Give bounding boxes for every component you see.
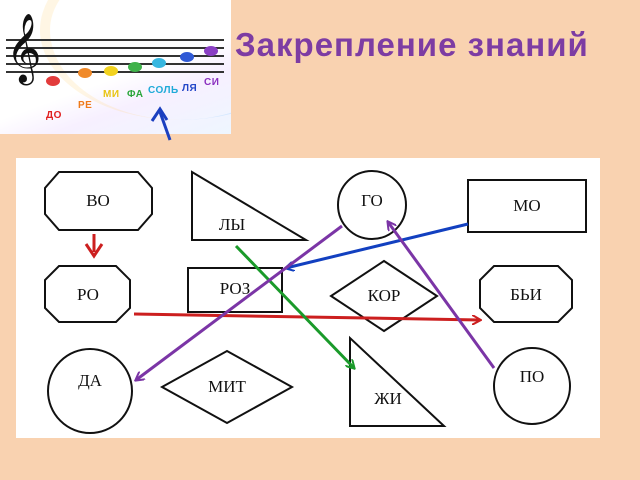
note-character-re-icon bbox=[78, 68, 92, 78]
note-character-fa-icon bbox=[128, 62, 142, 72]
syllable-ro: РО bbox=[77, 285, 99, 304]
staff-line bbox=[6, 47, 224, 49]
shape-go bbox=[337, 170, 407, 240]
shape-ro bbox=[44, 265, 131, 323]
staff-line bbox=[6, 55, 224, 57]
arrow-mo-ro bbox=[286, 222, 469, 268]
arrow-go-da bbox=[136, 224, 343, 380]
rainbow-decoration bbox=[40, 0, 231, 120]
arrow-po-go bbox=[388, 222, 496, 369]
shape-da bbox=[47, 348, 133, 434]
music-notes-panel: 𝄞 ДО РЕ МИ ФА СОЛЬ ЛЯ СИ bbox=[0, 0, 231, 134]
syllable-zhi: ЖИ bbox=[374, 389, 402, 408]
shape-vo bbox=[44, 171, 153, 231]
syllable-kor: КОР bbox=[368, 286, 401, 305]
page-title: Закрепление знаний bbox=[235, 26, 589, 63]
note-character-sol-icon bbox=[152, 58, 166, 68]
staff-line bbox=[6, 39, 224, 41]
shape-kor bbox=[329, 259, 439, 333]
note-character-do-icon bbox=[46, 76, 60, 86]
syllable-da: ДА bbox=[78, 371, 103, 390]
syllable-mo: МО bbox=[513, 196, 540, 215]
note-character-si-icon bbox=[204, 46, 218, 56]
note-label-sol: СОЛЬ bbox=[148, 85, 179, 96]
note-label-si: СИ bbox=[204, 77, 220, 88]
syllable-byi: БЬИ bbox=[510, 285, 542, 304]
syllable-ly: ЛЫ bbox=[219, 215, 246, 234]
staff-line bbox=[6, 63, 224, 65]
syllable-diagram: ВО ЛЫ ГО МО РО РОЗ КОР БЬИ ДА МИТ ЖИ ПО bbox=[44, 170, 587, 434]
note-label-la: ЛЯ bbox=[182, 83, 198, 94]
arrow-ly-zhi bbox=[234, 244, 354, 368]
note-label-mi: МИ bbox=[103, 89, 120, 100]
note-character-mi-icon bbox=[104, 66, 118, 76]
arrow-vo-ro-head bbox=[84, 243, 104, 259]
shape-roz bbox=[187, 267, 283, 313]
syllable-roz: РОЗ bbox=[220, 279, 250, 298]
shape-zhi bbox=[349, 335, 447, 427]
note-label-fa: ФА bbox=[127, 89, 144, 100]
shape-byi bbox=[479, 265, 573, 323]
note-label-do: ДО bbox=[46, 110, 62, 121]
worksheet-panel: ВО ЛЫ ГО МО РО РОЗ КОР БЬИ ДА МИТ ЖИ ПО bbox=[16, 158, 600, 438]
shape-po bbox=[493, 347, 571, 425]
syllable-po: ПО bbox=[520, 367, 545, 386]
shape-mit bbox=[159, 349, 295, 425]
note-label-re: РЕ bbox=[78, 100, 93, 111]
arrow-ro-byi bbox=[133, 312, 480, 320]
syllable-mit: МИТ bbox=[208, 377, 246, 396]
syllable-go: ГО bbox=[361, 191, 383, 210]
treble-clef-icon: 𝄞 bbox=[6, 13, 42, 83]
note-character-la-icon bbox=[180, 52, 194, 62]
syllable-vo: ВО bbox=[86, 191, 110, 210]
shape-ly bbox=[191, 170, 310, 241]
shape-mo bbox=[467, 179, 587, 233]
